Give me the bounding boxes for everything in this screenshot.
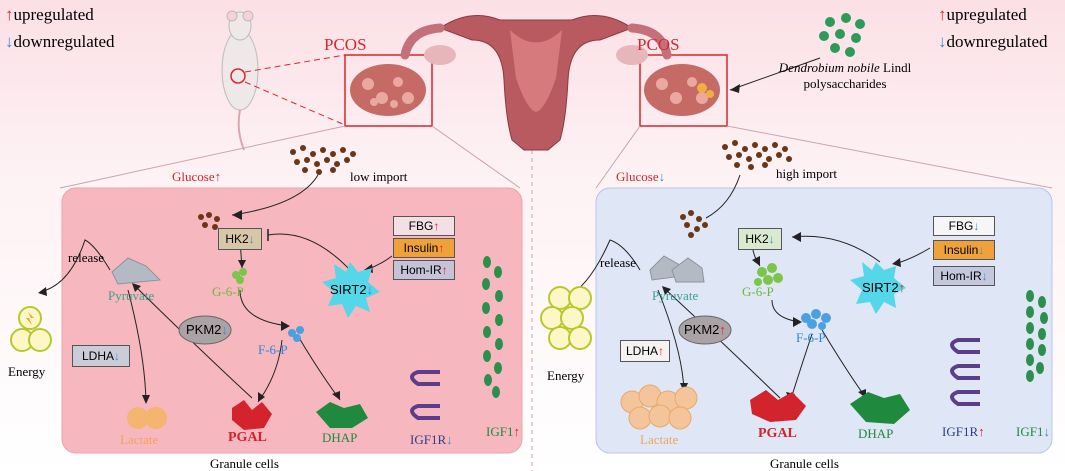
glucose-label-left: Glucose↑	[172, 169, 222, 184]
f6p-label-right: F-6-P	[796, 330, 826, 345]
pyruvate-shape-right	[649, 255, 705, 283]
sirt2-star-left	[322, 262, 380, 318]
dhap-label-left: DHAP	[322, 430, 358, 445]
dhap-icon-left	[316, 402, 368, 428]
f6p-molecule-left	[288, 326, 304, 342]
pyruvate-label-right: Pyruvate	[652, 288, 699, 303]
sirt2-star-right	[850, 262, 906, 314]
f6p-label-left: F-6-P	[258, 342, 288, 357]
f6p-molecule-right	[801, 309, 831, 330]
pcos-ovary-frame-left	[344, 54, 433, 127]
pcos-label-left: PCOS	[324, 35, 367, 54]
glucose-dots-in-left	[198, 212, 228, 232]
sirt2-label-left: SIRT2↓	[330, 282, 374, 297]
energy-icon-left	[10, 306, 52, 352]
legend-down-left: ↓downregulated	[5, 32, 115, 51]
fbg-box-right: FBG↓	[933, 216, 995, 236]
hk2-box-left: HK2↓	[218, 228, 262, 250]
ovary-left-icon	[350, 64, 426, 116]
glucose-label-right: Glucose↓	[616, 169, 666, 184]
insulin-box-right: Insulin↓	[933, 240, 995, 260]
pgal-icon-left	[232, 400, 272, 430]
igf1-label-left: IGF1↑	[486, 424, 520, 439]
import-label-left: low import	[350, 169, 408, 184]
ldha-box-left: LDHA↓	[72, 345, 130, 367]
g6p-molecule-left	[232, 268, 247, 284]
glucose-dots-left	[288, 145, 358, 175]
igf1r-receptors-left	[410, 370, 440, 420]
g6p-label-right: G-6-P	[742, 284, 774, 299]
igf1r-label-left: IGF1R↓	[410, 432, 453, 447]
energy-icon-right	[540, 286, 592, 350]
g6p-molecule-right	[754, 263, 783, 286]
ovary-right-icon	[644, 64, 720, 116]
g6p-label-left: G-6-P	[212, 284, 244, 299]
polysaccharide-icon	[819, 13, 865, 57]
lactate-icon-right	[620, 384, 698, 430]
pcos-label-right: PCOS	[637, 35, 680, 54]
energy-label-right: Energy	[547, 368, 585, 383]
rat-icon	[221, 10, 259, 151]
lactate-label-right: Lactate	[640, 432, 679, 447]
legend-up-right: ↑upregulated	[938, 5, 1027, 24]
ldha-box-right: LDHA↑	[620, 340, 670, 362]
granule-cells-label-left: Granule cells	[210, 456, 279, 471]
glucose-dots-in-right	[680, 210, 710, 240]
import-label-right: high import	[776, 166, 838, 181]
igf1r-receptors-right	[950, 338, 980, 406]
pgal-icon-right	[750, 390, 806, 422]
pkm2-ellipse-left	[178, 315, 232, 345]
insulin-box-left: Insulin↑	[393, 238, 455, 258]
sirt2-label-right: SIRT2↑	[862, 280, 906, 295]
dhap-icon-right	[850, 392, 910, 424]
homir-box-right: Hom-IR↓	[933, 266, 995, 286]
legend-up-left: ↑upregulated	[5, 5, 94, 24]
pcos-ovary-frame-right	[639, 54, 728, 127]
release-label-left: release	[68, 250, 105, 265]
glucose-dots-right	[720, 140, 800, 170]
pkm2-label-left: PKM2↓	[186, 322, 228, 337]
fbg-box-left: FBG↑	[393, 216, 455, 236]
igf1-cluster-right	[1026, 290, 1048, 382]
dhap-label-right: DHAP	[858, 426, 894, 441]
uterus-icon	[400, 15, 672, 151]
legend-down-right: ↓downregulated	[938, 32, 1048, 51]
hk2-box-right: HK2↓	[738, 228, 782, 250]
granule-cells-label-right: Granule cells	[770, 456, 839, 471]
pyruvate-shape-left	[111, 257, 162, 285]
pgal-label-right: PGAL	[758, 426, 797, 441]
release-label-right: release	[600, 255, 637, 270]
pkm2-label-right: PKM2↑	[684, 322, 726, 337]
igf1-cluster-left	[482, 256, 503, 398]
igf1-label-right: IGF1↓	[1016, 424, 1050, 439]
energy-label-left: Energy	[8, 364, 46, 379]
pkm2-ellipse-right	[678, 315, 732, 345]
igf1r-label-right: IGF1R↑	[942, 424, 985, 439]
lactate-icon-left	[127, 407, 167, 429]
lactate-label-left: Lactate	[120, 432, 159, 447]
pgal-label-left: PGAL	[228, 430, 267, 445]
homir-box-left: Hom-IR↑	[393, 260, 455, 280]
pyruvate-label-left: Pyruvate	[108, 288, 155, 303]
